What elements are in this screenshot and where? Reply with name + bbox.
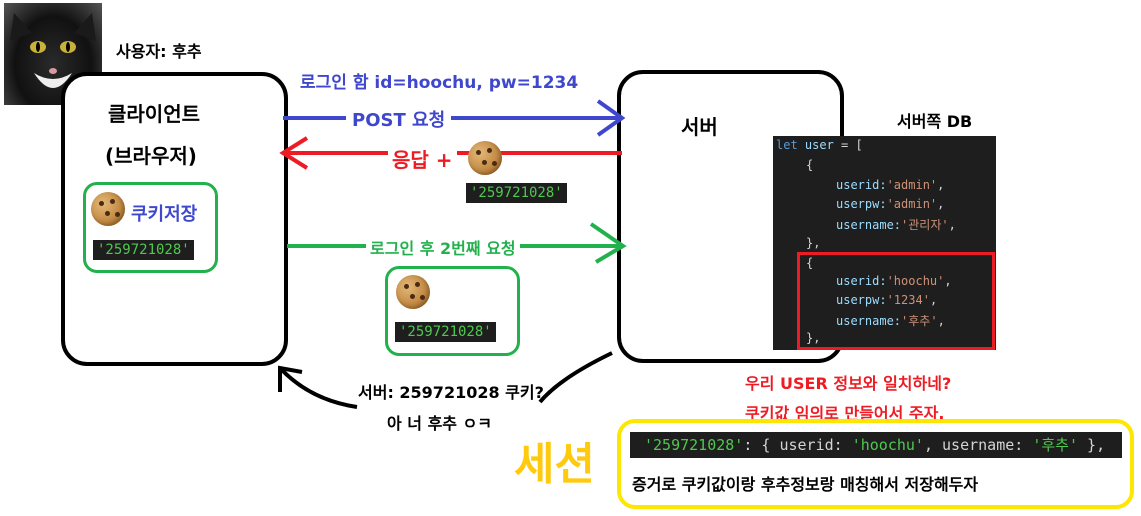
db-label: 서버쪽 DB bbox=[897, 112, 973, 131]
db-highlight-box bbox=[797, 252, 995, 350]
server-question: 서버: 259721028 쿠키? bbox=[358, 383, 544, 402]
login-label: 로그인 함 id=hoochu, pw=1234 bbox=[300, 73, 579, 93]
session-description: 증거로 쿠키값이랑 후추정보랑 매칭해서 저장해두자 bbox=[632, 475, 979, 494]
make-cookie-note: 쿠키값 임의로 만들어서 주자. bbox=[745, 404, 945, 423]
user-avatar bbox=[4, 3, 102, 105]
match-note: 우리 USER 정보와 일치하네? bbox=[745, 374, 952, 393]
client-cookie-storage bbox=[83, 182, 218, 273]
post-request-label: POST 요청 bbox=[346, 106, 452, 132]
server-answer: 아 너 후추 ㅇㅋ bbox=[387, 414, 493, 433]
user-label: 사용자: 후추 bbox=[116, 42, 202, 61]
session-label: 세션 bbox=[514, 439, 595, 490]
client-box bbox=[61, 72, 288, 366]
response-cookie-icon bbox=[468, 141, 502, 175]
second-request-label: 로그인 후 2번째 요청 bbox=[366, 235, 520, 259]
client-subtitle: (브라우저) bbox=[105, 144, 197, 168]
cookie-icon bbox=[91, 192, 125, 226]
cat-icon bbox=[10, 13, 96, 88]
request-cookie-box bbox=[385, 266, 520, 356]
client-cookie-value: '259721028' bbox=[93, 240, 194, 260]
server-reply-arrow bbox=[278, 351, 613, 409]
client-title: 클라이언트 bbox=[108, 102, 200, 126]
server-title: 서버 bbox=[681, 115, 718, 139]
response-label: 응답 + bbox=[388, 144, 457, 173]
response-cookie-value: '259721028' bbox=[466, 183, 567, 203]
session-code: '259721028': { userid: 'hoochu', usernam… bbox=[630, 432, 1122, 458]
cookie-storage-label: 쿠키저장 bbox=[131, 204, 198, 225]
request-cookie-value: '259721028' bbox=[395, 322, 496, 342]
request-cookie-icon bbox=[396, 275, 430, 309]
post-request-arrow bbox=[283, 99, 626, 137]
db-code-panel: let user = [ { userid:'admin', userpw:'a… bbox=[773, 136, 996, 350]
